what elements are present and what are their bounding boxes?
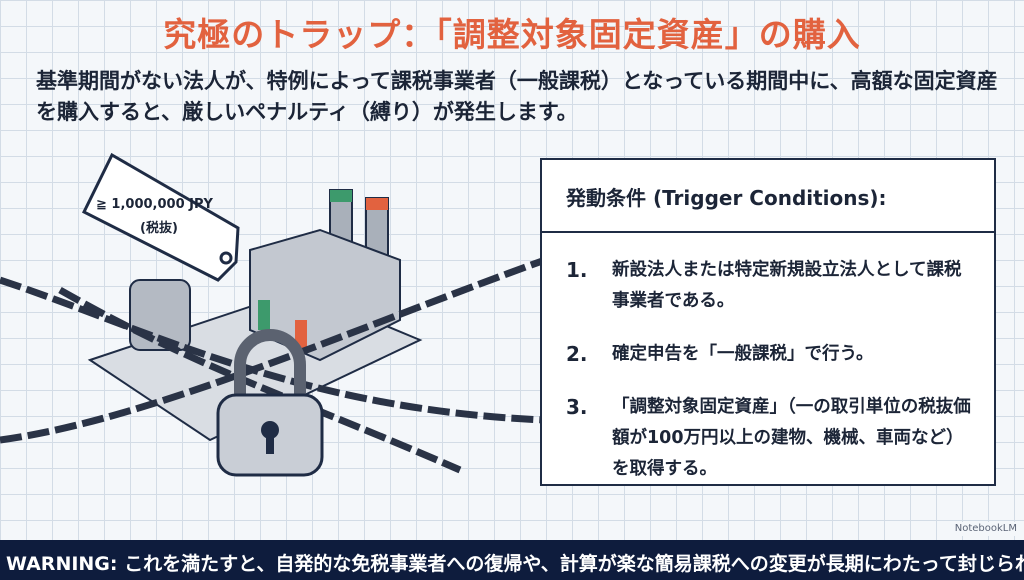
watermark: NotebookLM [951, 522, 1020, 536]
intro-text: 基準期間がない法人が、特例によって課税事業者（一般課税）となっている期間中に、高… [36, 69, 998, 124]
slide-title: 究極のトラップ：「調整対象固定資産」の購入 [163, 15, 861, 54]
condition-text: 確定申告を「一般課税」で行う。 [612, 344, 874, 364]
conditions-heading: 発動条件 (Trigger Conditions): [542, 160, 994, 233]
condition-item: 3. 「調整対象固定資産」（一の取引単位の税抜価額が100万円以上の建物、機械、… [542, 392, 994, 485]
price-tag-note: (税抜) [140, 220, 178, 236]
warning-banner: WARNING: これを満たすと、自発的な免税事業者への復帰や、計算が楽な簡易課… [0, 540, 1024, 580]
price-tag-icon: ≧ 1,000,000 JPY (税抜) [82, 152, 240, 282]
condition-text: 「調整対象固定資産」（一の取引単位の税抜価額が100万円以上の建物、機械、車両な… [612, 397, 971, 479]
price-tag-amount: ≧ 1,000,000 JPY [96, 197, 214, 212]
condition-number: 1. [566, 258, 588, 282]
chain-icon [0, 256, 545, 474]
trigger-conditions-panel: 発動条件 (Trigger Conditions): 1. 新設法人または特定新… [540, 158, 996, 486]
condition-item: 1. 新設法人または特定新規設立法人として課税事業者である。 [542, 255, 994, 317]
factory-chains-illustration: ≧ 1,000,000 JPY (税抜) [0, 152, 545, 477]
padlock-icon [216, 329, 324, 477]
factory-icon [87, 189, 423, 442]
condition-number: 3. [566, 395, 588, 419]
condition-item: 2. 確定申告を「一般課税」で行う。 [542, 339, 994, 370]
condition-number: 2. [566, 342, 588, 366]
condition-text: 新設法人または特定新規設立法人として課税事業者である。 [612, 260, 962, 311]
